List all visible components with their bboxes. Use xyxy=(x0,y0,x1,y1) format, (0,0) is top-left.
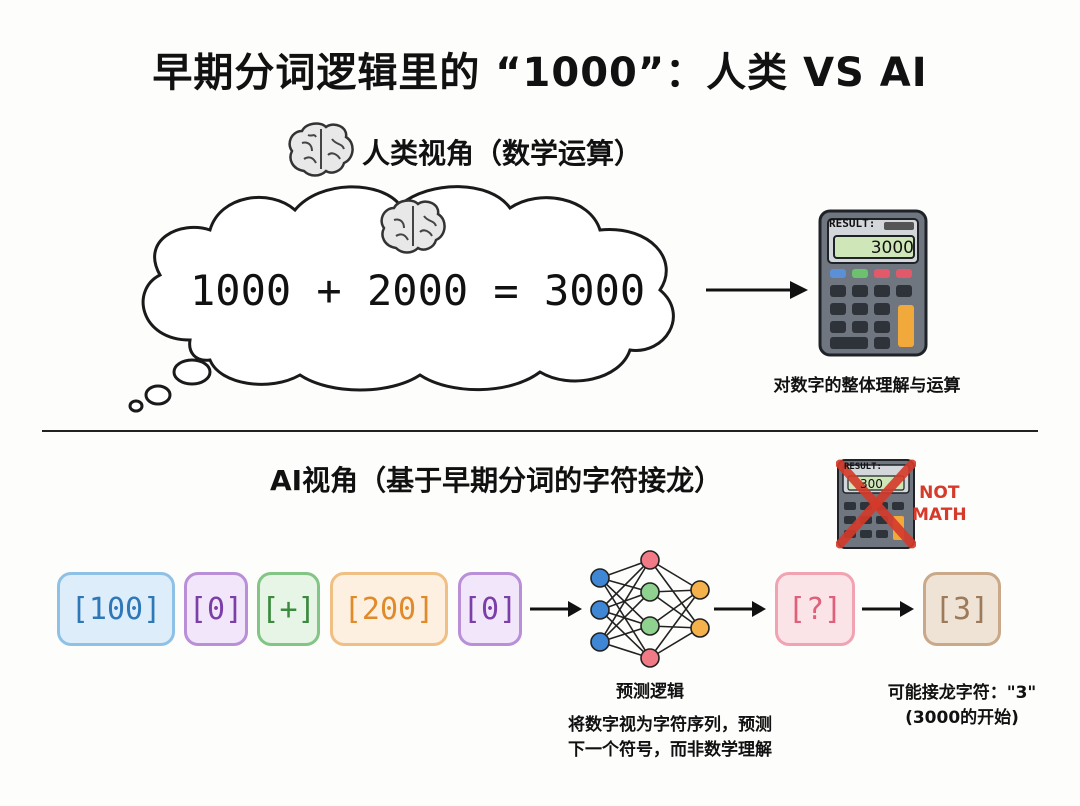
result-token: [3] xyxy=(923,572,1001,646)
calculator-label: RESULT: xyxy=(829,217,876,230)
equation-text: 1000 + 2000 = 3000 xyxy=(190,266,646,315)
thought-cloud xyxy=(128,185,675,413)
brain-icon xyxy=(378,198,448,262)
token-100: [100] xyxy=(57,572,175,646)
nn-caption: 预测逻辑 xyxy=(616,682,684,702)
crossed-calculator-display: 300 xyxy=(860,477,883,491)
human-heading: 人类视角（数学运算） xyxy=(362,137,643,170)
not-math-line: NOT xyxy=(919,483,960,503)
brain-icon xyxy=(286,121,356,185)
token-0: [0] xyxy=(458,572,522,646)
arrow-icon xyxy=(530,601,582,617)
not-math-line: MATH xyxy=(912,505,967,526)
ai-description: 将数字视为字符序列，预测 下一个符号，而非数学理解 xyxy=(520,713,820,762)
ai-description-line: 将数字视为字符序列，预测 xyxy=(568,715,772,735)
token-plus: [+] xyxy=(257,572,320,646)
not-math-label: NOT MATH xyxy=(912,482,967,526)
section-divider xyxy=(42,430,1038,432)
token-200: [200] xyxy=(330,572,448,646)
arrow-icon xyxy=(862,601,914,617)
calculator-icon xyxy=(818,209,928,361)
arrow-icon xyxy=(706,281,808,299)
page-title: 早期分词逻辑里的 “1000”：人类 VS AI xyxy=(152,50,928,96)
result-caption-line: (3000的开始) xyxy=(905,707,1019,728)
human-caption: 对数字的整体理解与运算 xyxy=(773,376,961,396)
result-caption: 可能接龙字符："3" (3000的开始) xyxy=(852,681,1072,730)
ai-heading: AI视角（基于早期分词的字符接龙） xyxy=(270,464,723,497)
crossed-calculator-icon xyxy=(835,458,917,554)
neural-network-icon xyxy=(586,550,714,678)
calculator-display: 3000 xyxy=(870,238,914,258)
arrow-icon xyxy=(714,601,766,617)
ai-description-line: 下一个符号，而非数学理解 xyxy=(568,739,772,760)
predict-token: [?] xyxy=(775,572,855,646)
token-0: [0] xyxy=(184,572,248,646)
result-caption-line: 可能接龙字符："3" xyxy=(887,683,1037,703)
crossed-calculator-label: RESULT: xyxy=(844,462,882,472)
